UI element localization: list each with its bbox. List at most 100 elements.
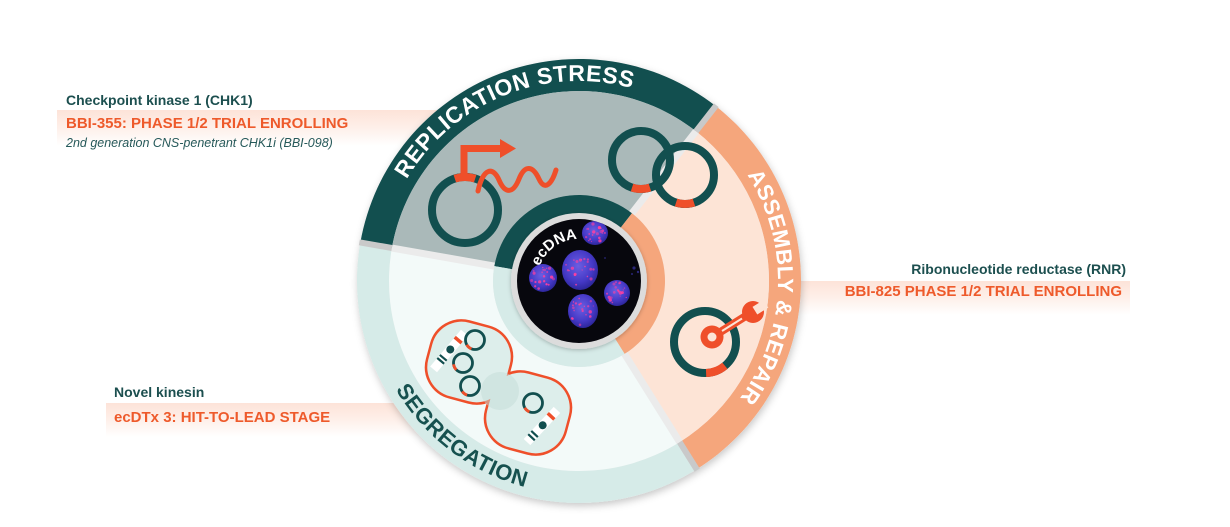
target-status-chk1: BBI-355: PHASE 1/2 TRIAL ENROLLING [66,115,349,132]
ecdna-speckle [534,285,537,288]
ecdna-speckle [583,305,585,307]
ecdna-speckle [537,287,541,290]
ecdna-speckles [530,222,627,327]
ecdna-speckle [592,305,594,307]
ecdna-speckle [572,301,575,303]
separator-line [677,440,700,472]
ecdna-speckle [565,264,567,266]
ecdna-speckle [580,259,583,261]
segment-assembly-outer-ring [679,106,802,470]
ecdna-speckle [598,239,602,243]
ecdna-speckle [606,292,609,295]
ecdna-speckle [588,240,590,242]
ecdna-speckle [586,260,589,264]
ecdna-speckle [575,259,579,264]
ecdna-speckle [612,290,616,294]
ecdna-speckle [578,323,582,327]
ecdna-speckle [590,240,593,243]
separator-line [693,103,719,134]
ecdna-speckle [592,230,596,234]
ecdna-speckle [589,267,593,271]
nucleus [582,221,608,245]
status-band-kinesin [106,403,424,437]
target-name-kinesin: Novel kinesin [114,384,205,400]
segment-segregation-outer-ring [356,242,697,504]
separator-line [358,239,393,251]
ecdna-speckle [575,283,578,286]
ecdna-speckle [586,275,589,278]
ecdna-speckle [541,271,544,274]
status-band-rnr [798,281,1130,315]
ecdna-speckle [570,317,574,320]
ecdna-speckle [588,233,591,235]
ecdna-speckle [545,283,548,286]
ecdna-speckle [588,310,592,314]
ecdna-copies-cell-2 [522,392,544,414]
ecdna-speckle [542,280,546,283]
ecdna-speckle [589,277,593,281]
ecdna-speckle [589,238,592,241]
segment-segregation [356,242,697,504]
nucleus [529,264,557,292]
segment-assembly [624,106,802,470]
segment-replication-outer-ring [360,58,716,249]
ecdna-speckle [614,285,617,289]
ecdna-speckle [571,304,574,307]
ecdna-speckle [622,289,624,291]
ecdna-speckle [615,281,617,283]
ecdna-speckle [587,305,590,308]
wrench-jaw-opening [752,299,769,315]
ecdna-circle-icon [670,307,740,377]
ecdna-speckle [611,301,614,304]
ecdna-speckle [607,295,611,299]
center-ring-segregation [493,266,625,367]
mrna-transcript-icon [475,166,559,194]
ecdna-micrograph: ecDNA [517,219,641,343]
ecdna-speckle [579,302,582,305]
ecdna-speckle [589,300,593,303]
ecdna-speckle [616,289,619,292]
cleavage-furrow [481,372,519,410]
promoter-arrow-icon [460,145,503,176]
ecdna-speckle [586,258,590,261]
ecdna-duplication-icon [608,127,718,208]
ecdna-speckle [548,266,552,270]
ecdna-speckle [545,267,548,270]
ecdna-speckle [586,227,590,230]
ecdna-speckle [598,236,601,240]
target-status-kinesin: ecDTx 3: HIT-TO-LEAD STAGE [114,409,331,426]
ecdna-speckle [581,309,584,313]
ecdna-speckle [586,228,588,230]
ecdna-speckle [592,268,595,271]
ecdna-speckle [610,296,613,299]
ecdna-speckle [612,282,616,286]
nucleus [562,250,598,290]
center-ring-assembly [612,213,665,354]
ecdna-speckle [597,226,602,230]
ecdna-speckle [549,275,554,279]
ecdna-speckle [542,266,544,269]
wrench-ring-hole [707,332,717,342]
segment-segregation-inner [389,248,680,471]
ecdna-speckle [595,232,599,236]
ecdna-speckle [585,314,587,316]
gene-segment-icon [705,362,728,377]
ecdna-speckle [619,295,621,297]
ecdna-speckle [573,309,575,312]
ecdna-speckle [584,265,586,268]
ecdna-speckle [532,269,535,272]
ecdna-speckle [546,271,549,273]
gene-segment-icon [674,198,696,208]
ecdna-speckle [581,269,583,271]
ecdna-speckle [620,291,624,295]
target-note-chk1: 2nd generation CNS-penetrant CHK1i (BBI-… [66,136,333,150]
dividing-cell-icon [424,319,573,456]
ecdna-speckle [542,275,546,278]
ecdna-speckle [584,235,588,239]
ecdna-copies-cell-1 [452,329,486,397]
ecdna-speckle [534,280,537,284]
center-ring [493,194,665,367]
ecdna-transcription-icon [428,139,559,247]
arrowhead-icon [500,139,516,158]
